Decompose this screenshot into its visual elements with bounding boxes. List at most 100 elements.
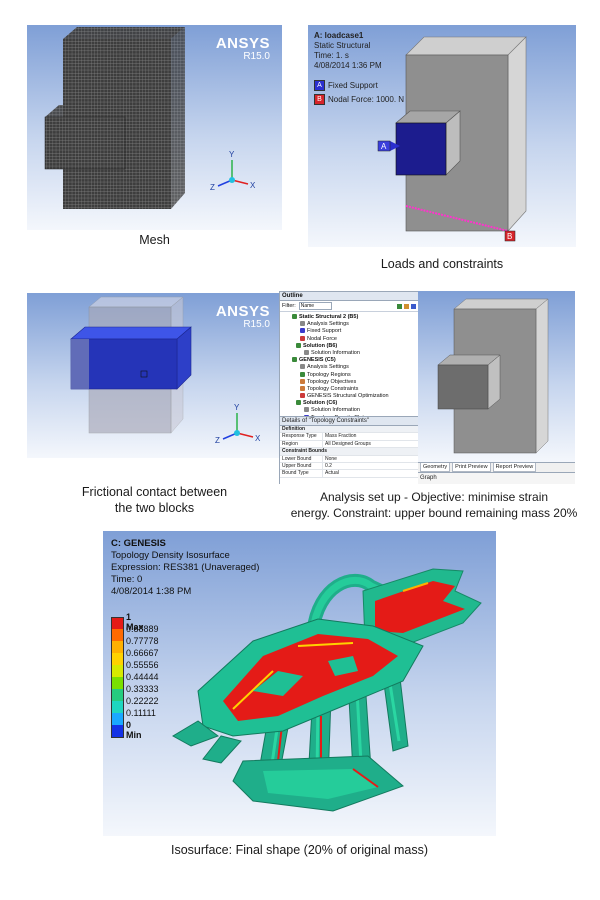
mesh-block-top [63, 27, 185, 39]
genesis-viewport[interactable]: C: GENESIS Topology Density Isosurface E… [103, 531, 496, 836]
mesh-model: Y Z X [44, 27, 256, 209]
tree-item[interactable]: Analysis Settings [282, 321, 416, 328]
tree-item[interactable]: Solution (B6) [282, 343, 416, 350]
tree-node-icon [300, 321, 305, 327]
tree-item[interactable]: Nodal Force [282, 336, 416, 343]
ansys-logo: ANSYS R15.0 [215, 35, 270, 62]
details-value [305, 426, 307, 432]
ansys-logo-2: ANSYS R15.0 [215, 303, 270, 330]
tree-item[interactable]: Fixed Support [282, 328, 416, 335]
genesis-subtitle: Topology Density Isosurface [111, 550, 230, 561]
tab-geometry[interactable]: Geometry [420, 463, 451, 472]
outline-title: Outline [280, 292, 418, 301]
details-section: Constraint Bounds [280, 448, 418, 456]
details-value: None [325, 455, 337, 462]
tree-item[interactable]: Solution (C6) [282, 400, 416, 407]
legend-value: 0 Min [126, 720, 142, 740]
tree-item-label: Solution (C6) [303, 400, 338, 407]
filter-select[interactable]: Name [298, 302, 332, 310]
tab-print-preview[interactable]: Print Preview [452, 463, 491, 472]
legend-b-marker: B [314, 94, 325, 105]
axis-y-label: Y [229, 150, 235, 159]
mesh-small-front [44, 116, 126, 170]
setup-window[interactable]: Outline Filter: Name Static Structural 2… [279, 291, 575, 484]
details-value: Actual [325, 470, 339, 477]
loads-date: 4/08/2014 1:36 PM [314, 61, 382, 70]
loads-block-top [405, 36, 527, 56]
legend-swatch [111, 617, 124, 630]
legend-value: 0.55556 [126, 660, 159, 670]
contact-viewport[interactable]: ANSYS R15.0 Y Z X [27, 293, 282, 458]
tree-node-icon [300, 364, 305, 370]
marker-a: A [377, 140, 400, 152]
tree-item[interactable]: Solution Information [282, 407, 416, 414]
details-key: Upper Bound [280, 462, 323, 470]
tree-item-label: Analysis Settings [307, 364, 349, 371]
outline-tool-icon[interactable] [397, 303, 402, 309]
legend-value: 0.44444 [126, 672, 159, 682]
axis-z-label-2: Z [215, 436, 220, 445]
loads-viewport[interactable]: A: loadcase1 Static Structural Time: 1. … [308, 25, 576, 247]
contact-caption: Frictional contact between the two block… [81, 485, 228, 515]
tree-item-label: Topology Constraints [307, 385, 359, 392]
svg-text:B: B [507, 232, 512, 241]
mesh-viewport[interactable]: ANSYS R15.0 Y Z X [27, 25, 282, 230]
outline-tool-icon-3[interactable] [411, 303, 416, 309]
tree-node-icon [300, 378, 305, 384]
tree-item[interactable]: Topology Regions [282, 372, 416, 379]
tree-item-label: Analysis Settings [307, 321, 349, 328]
details-pane[interactable]: Details of "Topology Constraints" Defini… [279, 416, 419, 484]
axis-z-label: Z [210, 183, 215, 192]
tree-node-icon [296, 342, 301, 348]
tree-item[interactable]: GENESIS Structural Optimization [282, 393, 416, 400]
tree-node-icon [304, 407, 309, 413]
tree-item[interactable]: Topology Objectives [282, 379, 416, 386]
tree-item-label: Solution Information [311, 407, 360, 414]
legend-value: 1 Max [126, 612, 144, 632]
details-key: Response Type [280, 433, 323, 440]
axis-x-label-2: X [255, 434, 261, 443]
legend-swatch [111, 725, 124, 738]
tree-item-label: Topology Objectives [307, 378, 357, 385]
graph-pane[interactable]: Graph [418, 472, 575, 484]
loads-block-side [507, 36, 527, 232]
isosurface-model [172, 568, 482, 812]
outline-tree[interactable]: Static Structural 2 (B5)Analysis Setting… [280, 312, 418, 431]
legend-fixed-support: A Fixed Support [314, 80, 404, 91]
tree-item[interactable]: Analysis Settings [282, 364, 416, 371]
tree-item[interactable]: Static Structural 2 (B5) [282, 314, 416, 321]
tree-node-icon [292, 314, 297, 320]
tree-item[interactable]: GENESIS (C5) [282, 357, 416, 364]
genesis-title: C: GENESIS [111, 538, 166, 549]
legend-swatch [111, 629, 124, 641]
tree-item-label: GENESIS Structural Optimization [307, 393, 389, 400]
outline-tool-icon-2[interactable] [404, 303, 409, 309]
tree-node-icon [300, 385, 305, 391]
legend-value: 0.77778 [126, 636, 159, 646]
legend-swatch [111, 665, 124, 677]
viewport-tabs[interactable]: Geometry Print Preview Report Preview [418, 462, 575, 472]
tab-report-preview[interactable]: Report Preview [492, 463, 537, 472]
setup-viewport[interactable] [418, 291, 575, 462]
svg-text:A: A [381, 142, 387, 151]
tree-node-icon [292, 357, 297, 363]
outline-filter[interactable]: Filter: Name [280, 301, 418, 312]
tree-node-icon [304, 349, 309, 355]
mesh-caption: Mesh [139, 233, 170, 247]
legend-a-marker: A [314, 80, 325, 91]
tree-item[interactable]: Topology Constraints [282, 386, 416, 393]
legend-swatch [111, 713, 124, 725]
genesis-info: C: GENESIS Topology Density Isosurface E… [111, 538, 259, 598]
legend-swatch [111, 653, 124, 665]
details-title: Details of "Topology Constraints" [280, 417, 418, 426]
details-section: Definition [280, 426, 418, 434]
loads-caption: Loads and constraints [380, 257, 504, 271]
contact-block-top [88, 296, 184, 308]
tree-item[interactable]: Solution Information [282, 350, 416, 357]
